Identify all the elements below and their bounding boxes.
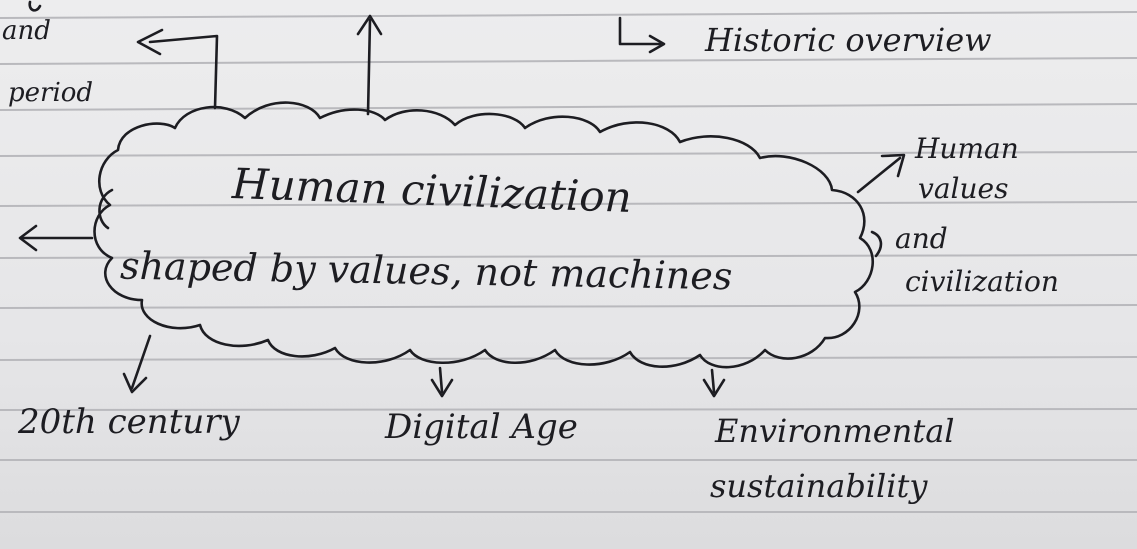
right-label-line1: Human [915,132,1019,165]
arrow-up [366,18,372,116]
historic-overview-label: Historic overview [705,21,992,59]
right-label-line4: civilization [905,265,1059,298]
arrow-top-left [148,34,219,110]
arrow-historic [618,16,662,46]
arrow-down-2 [438,366,444,394]
top-left-label-and: and [2,16,51,46]
bottom-label-sustainability: sustainability [710,467,928,505]
bottom-label-20th-century: 20th century [18,402,240,442]
bottom-label-environmental: Environmental [715,412,955,450]
right-label-line2: values [918,172,1009,205]
arrow-down-1 [130,334,152,390]
arrow-right [856,156,902,194]
cloud-shape [93,101,875,369]
central-node-subtitle: shaped by values, not machines [119,243,733,299]
arrow-down-3 [710,368,716,394]
bottom-label-digital-age: Digital Age [385,407,578,447]
top-left-label-period: period [8,78,94,108]
right-label-line3: and [895,222,948,255]
